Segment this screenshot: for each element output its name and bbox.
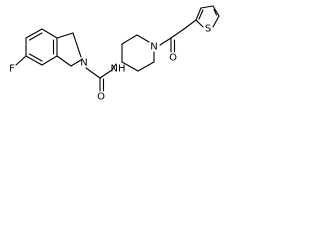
- chemical-structure: F N NH O N O S: [9, 5, 220, 103]
- fluorine-bond: [15, 55, 27, 66]
- thiophene-sulfur-label: S: [205, 24, 211, 35]
- indoline-nitrogen-label: N: [80, 58, 87, 69]
- piperidine-ring: [121, 34, 155, 72]
- acyl-oxygen-label: O: [169, 53, 177, 64]
- fluorine-atom-label: F: [9, 64, 15, 75]
- acetyl-linker: [159, 19, 197, 53]
- amide-nh-label: NH: [111, 64, 126, 75]
- piperidine-nitrogen-label: N: [150, 42, 157, 53]
- indoline-five-ring: [56, 32, 82, 67]
- carboxamide-group: [85, 63, 117, 92]
- indoline-benzene-ring: [25, 28, 58, 66]
- amide-oxygen-label: O: [97, 92, 105, 103]
- thiophene-ring: [195, 5, 220, 28]
